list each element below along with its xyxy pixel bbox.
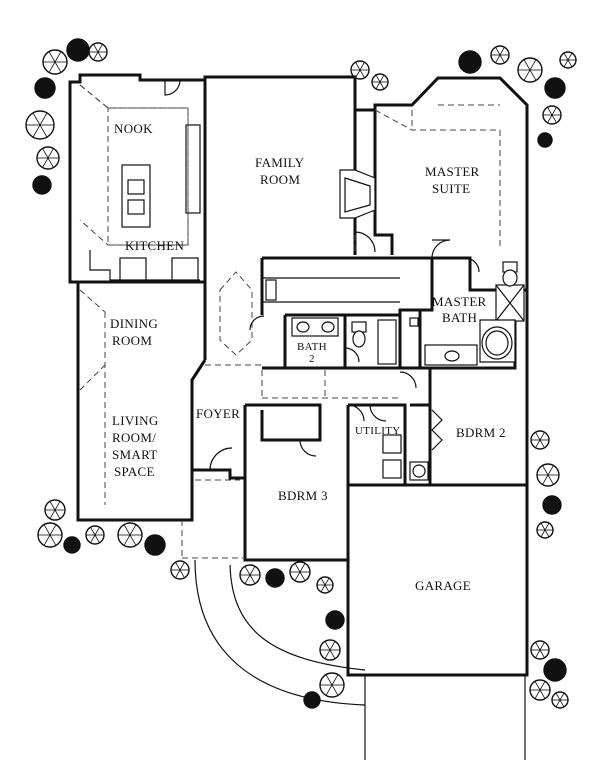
label-utility: UTILITY xyxy=(355,425,400,437)
label-bath-2-2: 2 xyxy=(309,353,315,365)
label-dining-room-2: ROOM xyxy=(112,333,152,348)
room-labels: NOOK KITCHEN FAMILY ROOM MASTER SUITE MA… xyxy=(110,121,506,593)
label-bath-2-1: BATH xyxy=(297,341,327,353)
shrub-icon xyxy=(325,610,345,630)
label-master-bath-2: BATH xyxy=(442,310,477,325)
shrub-icon xyxy=(66,38,90,62)
shrub-icon xyxy=(34,77,56,99)
label-master-bath-1: MASTER xyxy=(432,294,487,309)
doors xyxy=(164,79,480,471)
label-master-suite-1: MASTER xyxy=(425,164,480,179)
shrub-icon xyxy=(543,658,567,682)
shrub-icon xyxy=(32,175,52,195)
label-dining-room-1: DINING xyxy=(110,316,158,331)
label-nook: NOOK xyxy=(114,121,153,136)
shrub-icon xyxy=(542,495,562,515)
interior-walls xyxy=(78,80,527,487)
shrub-icon xyxy=(544,77,566,99)
label-foyer: FOYER xyxy=(196,406,240,421)
label-kitchen: KITCHEN xyxy=(125,238,184,253)
label-living-room-2: ROOM/ xyxy=(112,430,156,445)
shrub-icon xyxy=(458,50,482,74)
label-living-room-4: SPACE xyxy=(114,464,155,479)
shrub-icon xyxy=(144,534,166,556)
label-living-room-3: SMART xyxy=(112,447,158,462)
label-master-suite-2: SUITE xyxy=(432,181,470,196)
label-family-room-1: FAMILY xyxy=(255,155,305,170)
shrub-icon xyxy=(537,132,553,148)
shrub-icon xyxy=(265,568,285,588)
label-living-room-1: LIVING xyxy=(112,413,159,428)
shrub-icon xyxy=(63,536,81,554)
ceiling-lines xyxy=(79,84,501,559)
label-garage: GARAGE xyxy=(415,578,471,593)
label-bdrm3: BDRM 3 xyxy=(278,488,328,503)
label-family-room-2: ROOM xyxy=(260,172,300,187)
landscape-shrubs xyxy=(25,38,577,709)
label-bdrm2: BDRM 2 xyxy=(456,425,506,440)
driveway xyxy=(194,559,526,760)
